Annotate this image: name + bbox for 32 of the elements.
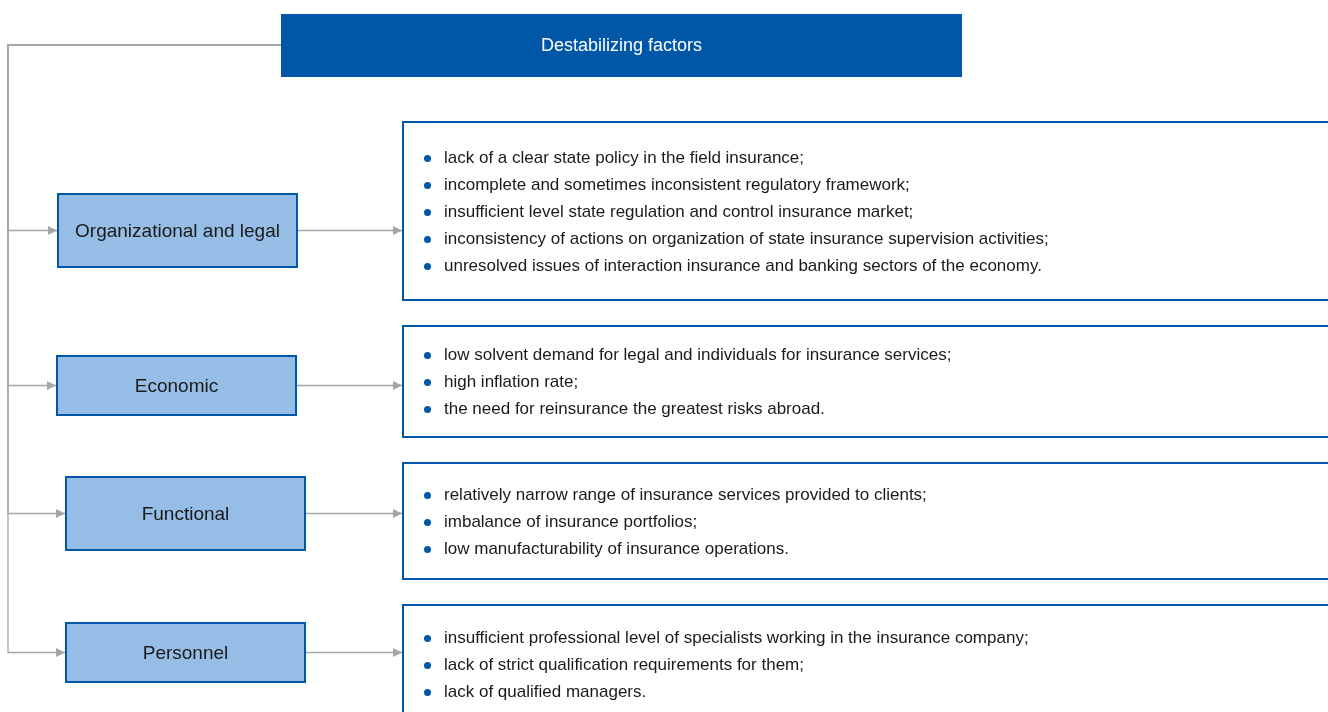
arrow: [305, 509, 403, 518]
category-label: Functional: [141, 501, 230, 526]
bullet-item: low manufacturability of insurance operations.: [422, 534, 789, 562]
list-box: [402, 462, 1328, 580]
category-label: Organizational and legal: [75, 218, 280, 243]
bullet-item: the need for reinsurance the greatest risks abroad.: [422, 395, 825, 422]
bullet-item: insufficient level state regulation and control insurance market;: [422, 197, 914, 225]
bullet-item: imbalance of insurance portfolios;: [422, 507, 698, 535]
list-box: [402, 121, 1328, 301]
title-text: Destabilizing factors: [540, 35, 703, 56]
list-box: [402, 604, 1328, 712]
bullet-item: relatively narrow range of insurance services provided to clients;: [422, 480, 927, 508]
category-box: [57, 193, 298, 268]
category-label: Economic: [134, 373, 219, 398]
arrow: [305, 648, 403, 657]
arrow: [297, 226, 403, 235]
bullet-item: unresolved issues of interaction insurance and banking sectors of the economy.: [422, 251, 1042, 279]
list-box: [402, 325, 1328, 438]
bullet-item: lack of a clear state policy in the field insurance;: [422, 143, 805, 171]
category-box: [65, 622, 306, 683]
bullet-item: incomplete and sometimes inconsistent regulatory framework;: [422, 170, 910, 198]
arrow: [296, 381, 403, 390]
category-box: [65, 476, 306, 551]
category-box: [56, 355, 297, 416]
bullet-item: inconsistency of actions on organization of state insurance supervision activities;: [422, 224, 1049, 252]
bullet-item: insufficient professional level of specialists working in the insurance company;: [422, 623, 1029, 651]
bullet-item: lack of strict qualification requirements for them;: [422, 650, 804, 678]
category-label: Personnel: [142, 640, 229, 665]
bullet-item: high inflation rate;: [422, 368, 579, 395]
bullet-item: lack of qualified managers.: [422, 677, 647, 705]
title-box: [281, 14, 962, 77]
bullet-item: low solvent demand for legal and individuals for insurance services;: [422, 341, 952, 368]
